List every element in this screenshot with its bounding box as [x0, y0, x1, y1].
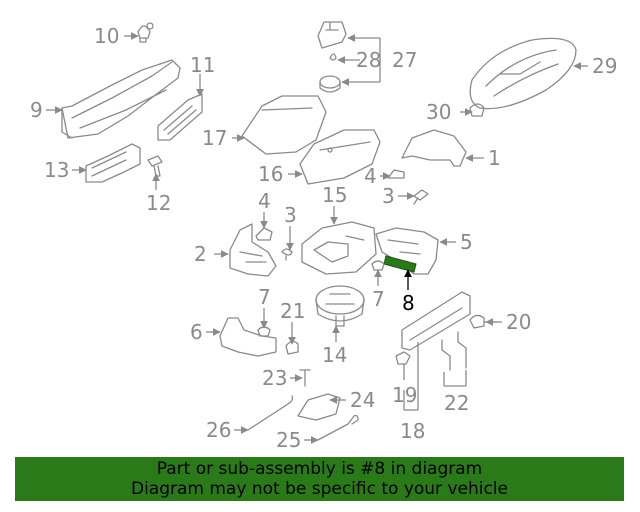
callout-2: 2	[194, 242, 207, 266]
part-10-clip[interactable]	[137, 22, 154, 43]
part-14-insert[interactable]	[315, 285, 365, 327]
part-11-trim[interactable]	[157, 93, 203, 141]
part-4-clip[interactable]	[387, 169, 405, 179]
callout-4-top: 4	[364, 164, 377, 188]
part-6-bracket[interactable]	[219, 317, 277, 357]
part-12-bolt[interactable]	[147, 155, 163, 177]
part-13-bracket[interactable]	[85, 143, 141, 183]
callout-20: 20	[506, 310, 531, 334]
callout-7-right: 7	[372, 287, 385, 311]
part-18-panel[interactable]	[401, 291, 471, 351]
callout-22: 22	[444, 391, 469, 415]
footer-line-1: Part or sub-assembly is #8 in diagram	[156, 459, 483, 479]
callout-25: 25	[276, 428, 301, 452]
part-15-tray[interactable]	[301, 221, 377, 275]
callout-15: 15	[322, 183, 347, 207]
callout-1: 1	[488, 146, 501, 170]
part-25-wrench[interactable]	[317, 414, 359, 441]
callout-3-top: 3	[382, 184, 395, 208]
callout-24: 24	[350, 388, 375, 412]
callout-17: 17	[202, 126, 227, 150]
callout-labels: 10 9 11 13 12 28 27 29 30 17 16 1 4 3 2 …	[30, 24, 617, 452]
callout-23: 23	[262, 366, 287, 390]
parts-diagram: 10 9 11 13 12 28 27 29 30 17 16 1 4 3 2 …	[30, 21, 617, 452]
callout-5: 5	[460, 230, 473, 254]
callout-21: 21	[280, 299, 305, 323]
part-22-rods[interactable]	[441, 331, 467, 371]
part-26-handle[interactable]	[247, 395, 294, 431]
part-3-screw-mid[interactable]	[281, 248, 293, 261]
callout-14: 14	[322, 343, 347, 367]
part-2-bracket[interactable]	[229, 223, 277, 277]
footer-line-2: Diagram may not be specific to your vehi…	[130, 479, 508, 499]
part-7-clip-left[interactable]	[257, 326, 271, 337]
callout-29: 29	[592, 54, 617, 78]
part-1-trim[interactable]	[401, 129, 467, 167]
callout-8: 8	[402, 291, 415, 315]
callout-16: 16	[258, 162, 283, 186]
callout-18: 18	[400, 419, 425, 443]
callout-27: 27	[392, 48, 417, 72]
part-3-screw[interactable]	[413, 189, 429, 205]
callout-3-mid: 3	[284, 203, 297, 227]
part-16-board[interactable]	[299, 129, 381, 185]
part-7-clip-right[interactable]	[371, 260, 385, 271]
callout-19: 19	[392, 383, 417, 407]
part-29-cover[interactable]	[469, 37, 577, 110]
callout-30: 30	[426, 100, 451, 124]
callout-13: 13	[44, 158, 69, 182]
callout-9: 9	[30, 98, 43, 122]
callout-4-mid: 4	[258, 189, 271, 213]
callout-11: 11	[190, 53, 215, 77]
footer-banner: Part or sub-assembly is #8 in diagram Di…	[15, 457, 624, 501]
leader-lines	[46, 32, 588, 444]
callout-26: 26	[206, 418, 231, 442]
callout-10: 10	[94, 24, 119, 48]
part-23-bolt[interactable]	[299, 369, 311, 387]
callout-12: 12	[146, 191, 171, 215]
part-30-clip[interactable]	[469, 103, 485, 117]
part-19-clip[interactable]	[395, 351, 411, 365]
part-8-highlighted[interactable]	[383, 255, 417, 273]
part-17-board[interactable]	[241, 95, 327, 155]
callout-6: 6	[190, 320, 203, 344]
part-9-panel[interactable]	[61, 59, 181, 139]
part-24-jack[interactable]	[297, 393, 341, 421]
part-28-27-assembly[interactable]	[317, 21, 347, 93]
part-4-clip-mid[interactable]	[255, 227, 273, 241]
callout-7-left: 7	[258, 285, 271, 309]
callout-28: 28	[356, 48, 381, 72]
